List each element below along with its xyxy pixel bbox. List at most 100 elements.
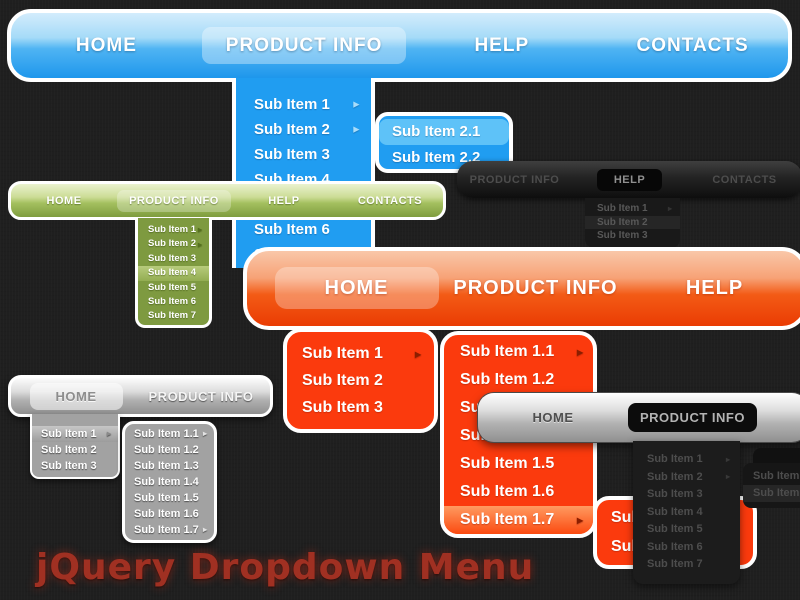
dropdown-item[interactable]: Sub Item 2▸: [236, 117, 371, 142]
flyout-item[interactable]: Sub Item 1.3: [125, 458, 214, 474]
menu-item[interactable]: HELP: [406, 35, 597, 57]
dropdown-item[interactable]: Sub Item 3: [585, 229, 680, 243]
menu-item-label: PRODUCT INFO: [117, 189, 231, 212]
menu-item[interactable]: HELP: [231, 195, 337, 207]
orange-dropdown-panel: Sub Item 1▸Sub Item 2 Sub Item 3: [283, 328, 438, 433]
dropdown-item[interactable]: Sub Item 3: [32, 458, 118, 474]
menu-item[interactable]: CONTACTS: [687, 174, 800, 186]
dropdown-item[interactable]: Sub Item 7: [138, 309, 209, 323]
flyout-item[interactable]: Sub Item 1.7▸: [125, 522, 214, 538]
menu-item[interactable]: PRODUCT INFO: [628, 403, 757, 432]
menu-item[interactable]: HOME: [267, 267, 446, 309]
flyout-item[interactable]: Sub Item 1.1▸: [125, 426, 214, 442]
dropdown-item[interactable]: Sub Item 3: [633, 486, 740, 504]
dropdown-item-label: Sub Item 2: [254, 121, 330, 138]
menu-item-label: CONTACTS: [357, 194, 423, 207]
flyout-item[interactable]: Sub Item 2.2: [379, 145, 509, 169]
dropdown-item[interactable]: Sub Item 1▸: [585, 202, 680, 216]
dropdown-item[interactable]: Sub Item 1▸: [287, 340, 434, 367]
menu-item[interactable]: HOME: [11, 35, 202, 57]
dropdown-item-label: Sub Item 5: [647, 523, 703, 535]
menu-item[interactable]: CONTACTS: [337, 195, 443, 207]
menu-item[interactable]: HOME: [478, 410, 628, 425]
flyout-item[interactable]: Sub Item 1.4: [125, 474, 214, 490]
menu-item[interactable]: PRODUCT INFO: [201, 26, 407, 64]
menu-item-label: PRODUCT INFO: [201, 26, 407, 64]
flyout-item[interactable]: Sub Item 1.1▸: [444, 338, 593, 366]
dropdown-item[interactable]: Sub Item 6: [236, 217, 371, 242]
dropdown-item[interactable]: Sub Item 5: [138, 281, 209, 295]
submenu-arrow-icon: ▸: [667, 203, 672, 213]
menu-item-label: CONTACTS: [712, 173, 777, 186]
menu-item-label: PRODUCT INFO: [453, 277, 618, 299]
dropdown-item[interactable]: Sub Item 3: [236, 142, 371, 167]
dropdown-item[interactable]: Sub Item 6: [138, 295, 209, 309]
menu-item-label: PRODUCT INFO: [148, 388, 254, 404]
submenu-arrow-icon: ▸: [197, 239, 202, 249]
menu-item-label: HELP: [474, 34, 530, 56]
menu-item[interactable]: CONTACTS: [597, 35, 788, 57]
flyout-item[interactable]: Sub Item 1.2: [125, 442, 214, 458]
dropdown-item[interactable]: Sub Item 2▸: [633, 469, 740, 487]
dropdown-item[interactable]: Sub Item 5: [633, 521, 740, 539]
dropdown-item[interactable]: Sub Item 3: [138, 252, 209, 266]
dropdown-item-label: Sub Item 7: [148, 310, 197, 322]
dropdown-item[interactable]: Sub Item 4: [633, 504, 740, 522]
dropdown-item[interactable]: Sub Item 1▸: [633, 451, 740, 469]
flyout-item[interactable]: Sub Item 1.6: [125, 506, 214, 522]
flyout-item-label: Sub Item 2.2: [392, 149, 481, 166]
dropdown-item[interactable]: Sub Item 2: [287, 367, 434, 394]
dropdown-item[interactable]: Sub Item 2: [585, 215, 680, 229]
menu-item-label: HOME: [274, 267, 439, 309]
dropdown-item[interactable]: Sub Item 2▸: [138, 237, 209, 251]
flyout-item[interactable]: Sub Item 1.5: [125, 490, 214, 506]
dropdown-item[interactable]: Sub Item 7: [633, 556, 740, 574]
menu-item[interactable]: HOME: [11, 382, 141, 410]
dropdown-item[interactable]: Sub Item 6: [633, 539, 740, 557]
flyout-item[interactable]: Sub Item: [743, 468, 800, 485]
dropdown-item-label: Sub Item 6: [647, 540, 703, 553]
dropdown-item[interactable]: Sub Item 1▸: [138, 223, 209, 237]
flyout-item[interactable]: Sub Item 1.2: [444, 366, 593, 394]
flyout-item-label: Sub Item: [753, 487, 800, 499]
flyout-item[interactable]: Sub Item 1.6: [444, 478, 593, 506]
dropdown-item[interactable]: Sub Item 3: [287, 394, 434, 421]
dropdown-item-label: Sub Item 3: [302, 399, 383, 416]
flyout-item[interactable]: Sub Item 1.7▸: [444, 506, 593, 534]
flyout-item[interactable]: Sub Item: [743, 485, 800, 502]
submenu-arrow-icon: ▸: [353, 98, 359, 110]
flyout-item-label: Sub Item 1.4: [134, 476, 199, 488]
menu-item[interactable]: PRODUCT INFO: [446, 277, 625, 300]
menu-item[interactable]: PRODUCT INFO: [117, 189, 231, 212]
flyout-item[interactable]: Sub Item 2.1: [379, 119, 509, 145]
menu-item[interactable]: PRODUCT INFO: [141, 389, 261, 404]
page-title: jQuery Dropdown Menu: [36, 547, 535, 588]
dropdown-item-label: Sub Item 5: [148, 281, 197, 293]
menu-item-label: PRODUCT INFO: [628, 403, 757, 432]
dropdown-item-label: Sub Item 7: [647, 558, 703, 570]
flyout-item-label: Sub Item 1.1: [134, 428, 199, 440]
dropdown-item[interactable]: Sub Item 1▸: [236, 92, 371, 117]
menu-item[interactable]: HELP: [572, 168, 687, 191]
dropdown-item-label: Sub Item 3: [254, 146, 330, 163]
menu-item-label: HOME: [29, 382, 123, 410]
dropdown-item[interactable]: Sub Item 4: [138, 266, 209, 281]
menu-item[interactable]: HELP: [625, 277, 800, 300]
dropdown-item[interactable]: Sub Item 1▸: [32, 426, 118, 442]
menu-item-label: HOME: [532, 410, 574, 425]
menu-item[interactable]: HOME: [11, 195, 117, 207]
flyout-item[interactable]: Sub Item 1.5: [444, 450, 593, 478]
menu-item[interactable]: PRODUCT INFO: [457, 174, 572, 186]
flyout-item-label: Sub Item 1.5: [460, 455, 555, 472]
dropdown-item-label: Sub Item 6: [254, 221, 330, 238]
dropdown-item-label: Sub Item 1: [148, 224, 197, 235]
submenu-arrow-icon: ▸: [414, 346, 421, 361]
dropdown-item[interactable]: Sub Item 2: [32, 442, 118, 458]
menu-item-label: CONTACTS: [636, 34, 749, 56]
flyout-item-label: Sub Item 1.2: [134, 444, 199, 456]
